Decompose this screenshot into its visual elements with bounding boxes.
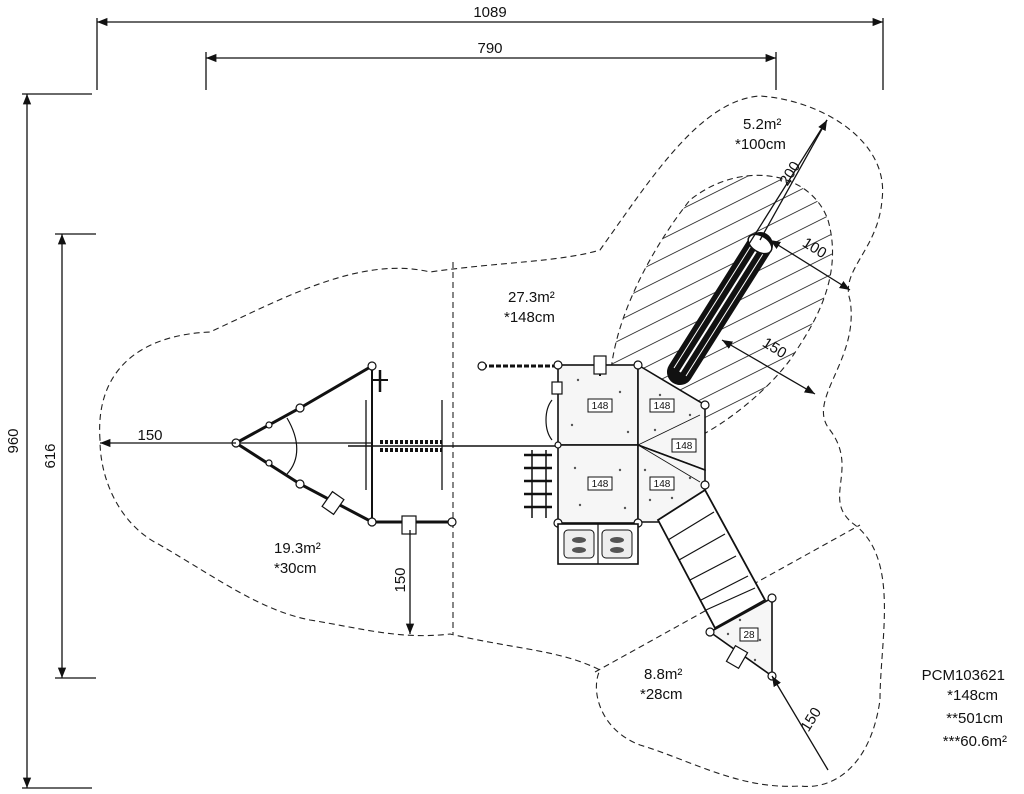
slide-width-dimension: 100 [769,234,851,291]
svg-text:148: 148 [654,479,671,490]
slide-zone-height: *100cm [735,136,786,153]
deck-label-4: 148 [587,476,613,491]
product-area: ***60.6m² [943,733,1007,750]
left-clearance-arrow: 150 [100,427,236,448]
left-clearance-label: 150 [137,427,162,444]
deck-label-1: 148 [587,398,613,413]
left-zone-area: 19.3m² [274,540,321,557]
slide-zone-area: 5.2m² [743,116,781,133]
deck-label-5: 148 [649,476,675,491]
top-rail [477,361,558,371]
center-zone-height: *148cm [504,309,555,326]
bottom-clearance-label: 150 [392,567,409,592]
svg-text:148: 148 [592,401,609,412]
dimension-inner-height: 616 [42,233,96,679]
left-zone-height: *30cm [274,560,317,577]
svg-text:148: 148 [676,441,693,452]
dimension-overall-width: 1089 [96,4,884,90]
dimension-inner-width: 790 [205,40,777,90]
svg-text:148: 148 [654,401,671,412]
tube-slide [667,232,773,385]
small-deck-label: 28 [739,627,759,642]
bottom-right-clearance-arrow: 150 [771,675,829,771]
step-climber [524,450,552,518]
overall-height-label: 960 [5,428,22,453]
overall-width-label: 1089 [473,4,506,21]
deck-label-2: 148 [649,398,675,413]
svg-text:28: 28 [743,630,755,641]
product-max-height: *148cm [947,687,998,704]
rope-bridge [348,440,560,452]
bottom-right-zone-height: *28cm [640,686,683,703]
deck-texture [570,378,692,510]
center-zone-area: 27.3m² [508,289,555,306]
bottom-right-zone-area: 8.8m² [644,666,682,683]
triangle-climber-left [231,361,457,535]
deck-label-3: 148 [671,438,697,453]
dimension-overall-height: 960 [5,93,92,789]
tower-benches [557,523,639,565]
inner-height-label: 616 [42,443,59,468]
product-code: PCM103621 [922,667,1005,684]
inner-width-label: 790 [477,40,502,57]
bottom-right-clearance-label: 150 [797,704,825,734]
svg-text:148: 148 [592,479,609,490]
climbing-ramp [656,488,767,630]
product-info: PCM103621 *148cm **501cm ***60.6m² [922,667,1007,750]
bottom-clearance-arrow: 150 [392,530,415,634]
safety-zone-outline [99,95,885,788]
product-perimeter: **501cm [946,710,1003,727]
